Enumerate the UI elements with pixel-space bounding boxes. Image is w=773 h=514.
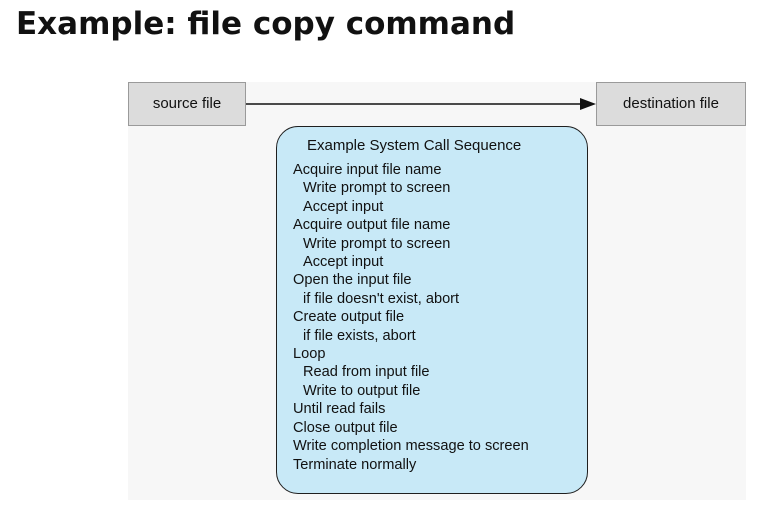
copy-arrow (246, 98, 596, 110)
sequence-step: Terminate normally (293, 456, 417, 473)
sequence-step: Open the input file (293, 272, 412, 289)
source-file-box: source file (128, 82, 246, 126)
destination-file-box: destination file (596, 82, 746, 126)
sequence-title: Example System Call Sequence (307, 137, 522, 154)
sequence-step: if file exists, abort (303, 327, 416, 344)
sequence-step: Close output file (293, 419, 398, 436)
sequence-step: Write to output file (303, 382, 421, 399)
sequence-step: Until read fails (293, 401, 386, 418)
sequence-step: Loop (293, 346, 326, 363)
sequence-step: Acquire input file name (293, 162, 442, 178)
sequence-step: Accept input (303, 198, 384, 215)
sequence-step: Write prompt to screen (303, 235, 451, 252)
sequence-step: if file doesn't exist, abort (303, 290, 460, 307)
sequence-step: Write completion message to screen (293, 438, 529, 455)
system-call-sequence-box: Example System Call Sequence Acquire inp… (276, 126, 588, 494)
sequence-step: Create output file (293, 309, 405, 326)
sequence-step: Write prompt to screen (303, 180, 451, 197)
sequence-step: Read from input file (303, 364, 430, 381)
sequence-step: Acquire output file name (293, 217, 451, 234)
page-title: Example: file copy command (16, 6, 516, 42)
arrow-head (580, 98, 596, 110)
sequence-step: Accept input (303, 254, 384, 271)
